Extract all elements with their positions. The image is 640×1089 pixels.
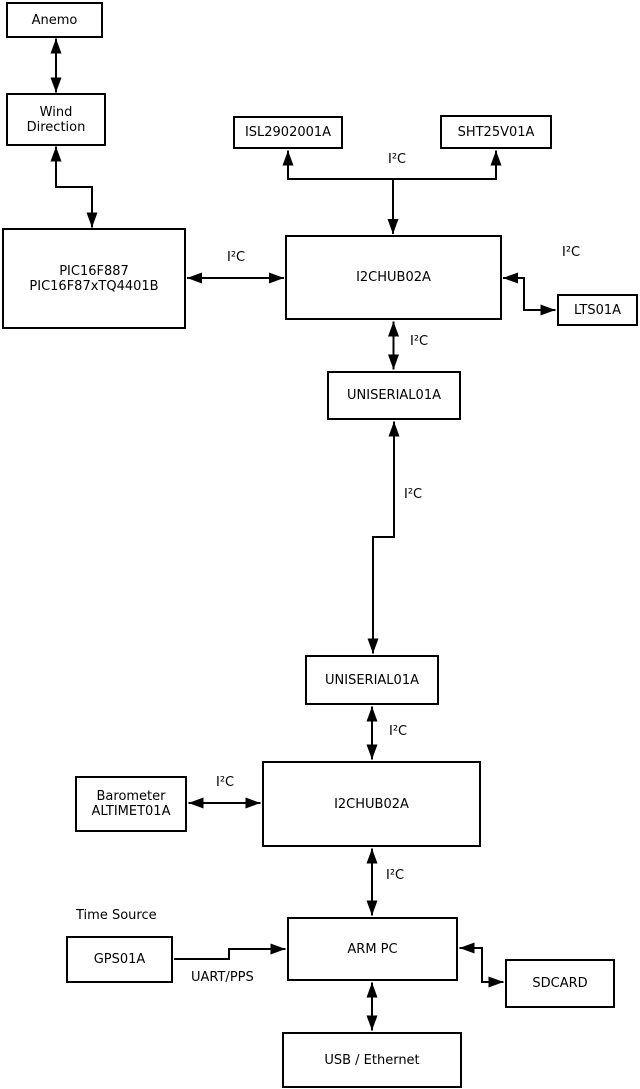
node-isl2902001a: ISL2902001A <box>233 116 343 149</box>
label-i2c-hub2-armpc: I²C <box>386 868 405 883</box>
node-uniserial01a-lower: UNISERIAL01A <box>305 655 439 705</box>
node-anemo: Anemo <box>6 2 103 38</box>
node-gps01a: GPS01A <box>66 936 173 983</box>
label-i2c-sensor-tee: I²C <box>388 152 407 167</box>
label-i2c-hub1-lts: I²C <box>562 245 581 260</box>
label-time-source: Time Source <box>76 908 157 923</box>
node-sdcard: SDCARD <box>505 959 615 1008</box>
node-usb-ethernet-label: USB / Ethernet <box>324 1052 420 1068</box>
node-lts01a-label: LTS01A <box>573 302 622 318</box>
node-pic-label-line2: PIC16F87xTQ4401B <box>29 278 159 294</box>
label-i2c-uniserial2-hub2: I²C <box>389 724 408 739</box>
node-arm-pc: ARM PC <box>287 917 458 981</box>
edge-gps-armpc <box>174 943 286 960</box>
node-barometer-label-line1: Barometer <box>96 789 166 804</box>
label-i2c-pic-hub1: I²C <box>227 250 246 265</box>
node-isl2902001a-label: ISL2902001A <box>244 125 332 140</box>
node-barometer-label-line2: ALTIMET01A <box>91 804 171 819</box>
label-uart-pps: UART/PPS <box>191 970 254 985</box>
node-wind-direction: Wind Direction <box>6 93 106 146</box>
node-uniserial01a-lower-label: UNISERIAL01A <box>325 672 419 688</box>
edge-armpc-sdcard <box>459 942 504 988</box>
label-i2c-barometer-hub2: I²C <box>216 775 235 790</box>
node-i2chub02a-lower-label: I2CHUB02A <box>334 796 409 812</box>
label-i2c-hub1-uniserial1: I²C <box>410 334 429 349</box>
node-uniserial01a-upper-label: UNISERIAL01A <box>347 388 441 403</box>
edge-wind-pic <box>50 146 98 228</box>
node-barometer-altimet01a: Barometer ALTIMET01A <box>75 776 187 832</box>
node-pic-microcontroller: PIC16F887 PIC16F87xTQ4401B <box>2 228 186 329</box>
node-arm-pc-label: ARM PC <box>347 941 398 957</box>
node-wind-direction-label-line2: Direction <box>26 119 86 135</box>
node-i2chub02a-upper-label: I2CHUB02A <box>356 270 431 285</box>
node-i2chub02a-upper: I2CHUB02A <box>285 235 502 320</box>
node-wind-direction-label-line1: Wind <box>39 104 73 120</box>
node-sht25v01a-label: SHT25V01A <box>457 124 535 140</box>
node-anemo-label: Anemo <box>31 12 78 28</box>
label-i2c-uniserial-link: I²C <box>404 487 423 502</box>
node-sht25v01a: SHT25V01A <box>440 115 552 149</box>
node-lts01a: LTS01A <box>557 294 638 326</box>
node-gps01a-label: GPS01A <box>93 952 146 967</box>
node-i2chub02a-lower: I2CHUB02A <box>262 761 481 847</box>
node-uniserial01a-upper: UNISERIAL01A <box>327 371 461 420</box>
edge-hub1-lts <box>503 272 556 316</box>
node-usb-ethernet: USB / Ethernet <box>282 1032 462 1088</box>
edge-uniserial1-uniserial2 <box>367 421 400 654</box>
node-pic-label-line1: PIC16F887 <box>59 263 129 279</box>
node-sdcard-label: SDCARD <box>532 976 588 991</box>
